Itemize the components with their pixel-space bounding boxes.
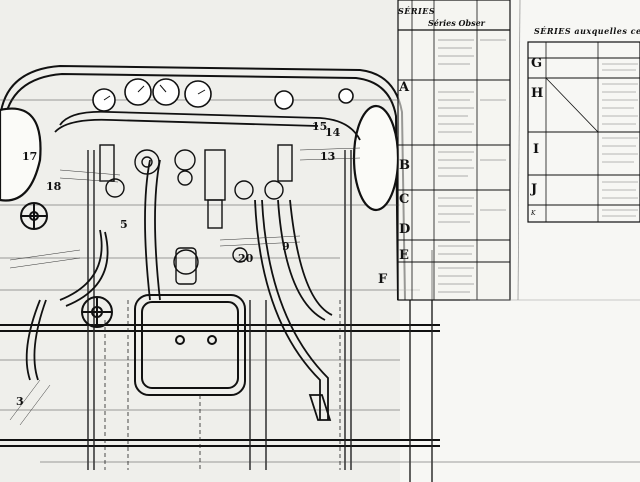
row-letter-e: E bbox=[399, 248, 409, 263]
callout-18: 18 bbox=[46, 180, 62, 193]
row-letter-f: F bbox=[378, 272, 388, 287]
callout-3: 3 bbox=[16, 395, 24, 408]
right-window bbox=[352, 104, 400, 212]
series-column-header: Séries Obser bbox=[428, 18, 485, 28]
callout-20: 20 bbox=[238, 252, 254, 265]
row-letter-k: K bbox=[531, 210, 536, 217]
callout-15: 15 bbox=[312, 120, 328, 133]
cab-outline bbox=[0, 64, 440, 447]
row-letter-g: G bbox=[531, 56, 543, 71]
row-letter-c: C bbox=[399, 192, 410, 207]
row-letter-j: J bbox=[531, 182, 538, 197]
hand-wheels bbox=[20, 202, 113, 328]
callout-9: 9 bbox=[282, 240, 290, 253]
series-table-right-title: SÉRIES auxquelles ce Dessin bbox=[534, 26, 640, 36]
series-table-title: SÉRIES bbox=[398, 6, 436, 16]
series-table-right bbox=[527, 41, 640, 223]
series-table-left bbox=[397, 0, 511, 301]
pipework bbox=[25, 110, 361, 421]
fire-door bbox=[134, 294, 246, 396]
row-letter-h: H bbox=[531, 86, 544, 101]
row-letter-b: B bbox=[399, 158, 410, 173]
row-letter-d: D bbox=[399, 222, 411, 237]
left-window bbox=[0, 107, 42, 202]
callout-17: 17 bbox=[22, 150, 38, 163]
callout-14: 14 bbox=[325, 126, 341, 139]
callout-13: 13 bbox=[320, 150, 336, 163]
row-letter-a: A bbox=[399, 80, 410, 95]
callout-5: 5 bbox=[120, 218, 128, 231]
row-letter-i: I bbox=[533, 142, 540, 157]
